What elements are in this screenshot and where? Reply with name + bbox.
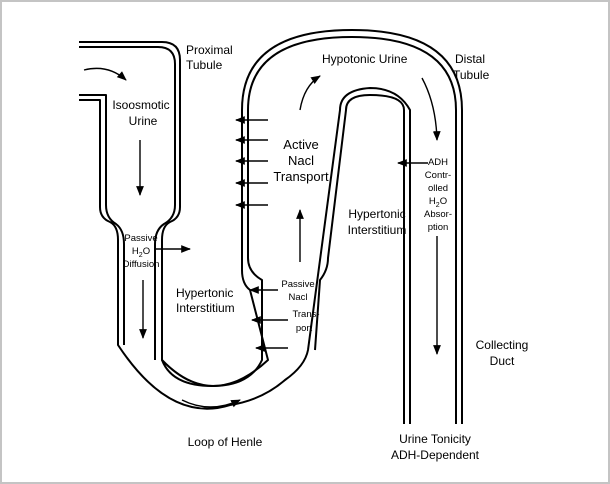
label-isoosmotic-2: Urine bbox=[129, 114, 158, 128]
tubule-outer-wall bbox=[79, 29, 463, 424]
label-passive-nacl-4: port bbox=[296, 323, 313, 334]
label-proximal-1: Proximal bbox=[186, 43, 233, 57]
label-passive-nacl-1: Passive bbox=[281, 279, 314, 290]
label-passive-h2o-3: Diffusion bbox=[123, 259, 160, 270]
label-hypertonic-right-2: Interstitium bbox=[348, 223, 407, 237]
label-isoosmotic-1: Isoosmotic bbox=[112, 98, 169, 112]
label-hypertonic-right-1: Hypertonic bbox=[348, 207, 405, 221]
label-tonicity-1: Urine Tonicity bbox=[399, 432, 471, 446]
distal-inner-wall bbox=[314, 94, 405, 424]
label-proximal-2: Tubule bbox=[186, 58, 223, 72]
loop-bottom-inner bbox=[161, 36, 457, 424]
label-passive-h2o-2: H2O bbox=[132, 246, 150, 259]
label-tonicity-2: ADH-Dependent bbox=[391, 448, 480, 462]
tubule-inner-wall bbox=[79, 87, 411, 424]
label-hypotonic-urine: Hypotonic Urine bbox=[322, 52, 408, 66]
label-collecting-2: Duct bbox=[490, 354, 515, 368]
ascending-limb-wall bbox=[79, 46, 176, 360]
label-passive-nacl-3: Trans- bbox=[292, 309, 319, 320]
label-distal-2: Tubule bbox=[453, 68, 490, 82]
label-active-2: Nacl bbox=[288, 153, 314, 168]
label-hypertonic-left-1: Hypertonic bbox=[176, 286, 233, 300]
label-adh-3: olled bbox=[428, 183, 448, 194]
flow-arrow-entry bbox=[83, 67, 127, 81]
label-distal-1: Distal bbox=[455, 52, 485, 66]
label-adh-5: Absor- bbox=[424, 209, 452, 220]
loop-inner-wall bbox=[79, 94, 125, 345]
label-passive-nacl-2: Nacl bbox=[288, 292, 307, 303]
flow-arrow-hypotonic bbox=[299, 75, 321, 111]
label-loop-of-henle: Loop of Henle bbox=[188, 435, 263, 449]
label-adh-1: ADH bbox=[428, 157, 448, 168]
label-adh-h2o: H2O bbox=[429, 196, 447, 209]
label-collecting-1: Collecting bbox=[476, 338, 529, 352]
label-passive-h2o-1: Passive bbox=[124, 233, 157, 244]
label-hypertonic-left-2: Interstitium bbox=[176, 301, 235, 315]
flow-arrow-loop-bottom bbox=[181, 399, 241, 408]
label-active-1: Active bbox=[283, 137, 318, 152]
label-active-3: Transport bbox=[273, 169, 329, 184]
label-adh-6: ption bbox=[428, 222, 449, 233]
flow-arrow-distal bbox=[421, 77, 441, 141]
label-adh-2: Contr- bbox=[425, 170, 451, 181]
